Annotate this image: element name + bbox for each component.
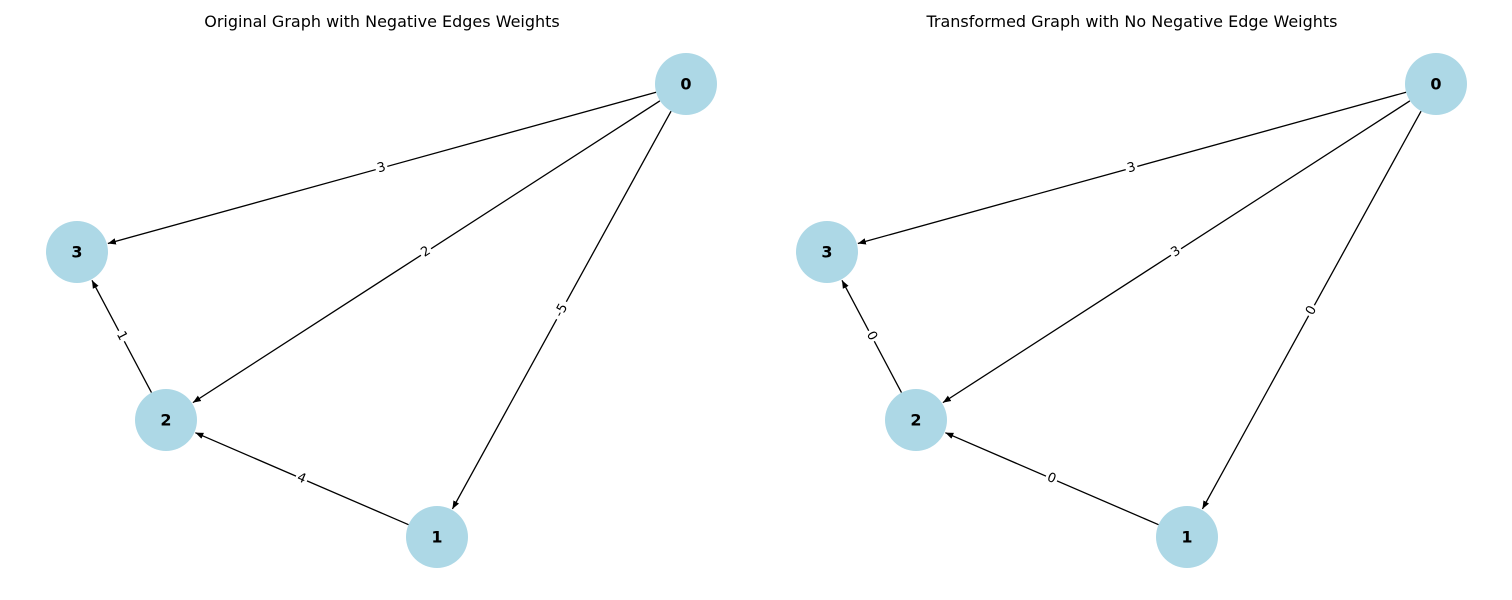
node-3: 3	[46, 221, 108, 283]
edge-weight-label: 0	[861, 326, 882, 346]
node-circle	[796, 221, 858, 283]
edge-weight-bg	[1042, 468, 1061, 489]
node-circle	[135, 389, 197, 451]
node-2: 2	[135, 389, 197, 451]
graph-title: Transformed Graph with No Negative Edge …	[925, 12, 1337, 31]
edge-weight-label: -5	[549, 297, 574, 324]
node-3: 3	[796, 221, 858, 283]
node-circle	[46, 221, 108, 283]
edge-weight-text: -5	[552, 301, 571, 320]
node-label: 3	[71, 243, 82, 262]
edge-0-to-3: 3	[857, 91, 1407, 245]
node-0: 0	[1405, 53, 1467, 115]
edge-0-to-1: -5	[451, 110, 672, 510]
edge-weight-bg	[292, 468, 311, 489]
edge-weight-bg	[1123, 158, 1140, 178]
node-2: 2	[885, 389, 947, 451]
edge-weight-text: 3	[1126, 160, 1138, 177]
edge-weight-label: 1	[111, 326, 132, 346]
edge-0-to-2: 3	[942, 100, 1411, 404]
edge-2-to-3: 0	[841, 279, 903, 393]
node-1: 1	[406, 506, 468, 568]
graph-panel-original: Original Graph with Negative Edges Weigh…	[46, 12, 717, 568]
node-circle	[885, 389, 947, 451]
node-circle	[1156, 506, 1218, 568]
edge-0-to-3: 3	[107, 91, 657, 245]
original-graph-canvas: Original Graph with Negative Edges Weigh…	[46, 12, 717, 568]
edge-weight-label: 2	[416, 242, 436, 262]
edge-weight-label: 3	[1123, 158, 1140, 178]
edge-weight-text: 3	[376, 160, 388, 177]
graph-title: Original Graph with Negative Edges Weigh…	[204, 12, 560, 31]
edge-1-to-2: 0	[945, 432, 1159, 526]
node-circle	[1405, 53, 1467, 115]
node-circle	[406, 506, 468, 568]
edge-1-to-2: 4	[195, 432, 409, 526]
edge-weight-bg	[861, 326, 882, 346]
node-label: 3	[821, 243, 832, 262]
edge-weight-label: 4	[292, 468, 311, 489]
node-label: 1	[431, 528, 442, 547]
edge-2-to-3: 1	[91, 279, 153, 393]
node-0: 0	[655, 53, 717, 115]
edge-weight-bg	[111, 326, 132, 346]
edge-weight-bg	[549, 297, 574, 324]
node-label: 2	[160, 411, 171, 430]
edge-weight-bg	[416, 242, 436, 262]
edge-weight-label: 0	[1301, 301, 1322, 320]
node-label: 0	[680, 75, 691, 94]
node-1: 1	[1156, 506, 1218, 568]
edge-weight-label: 3	[373, 158, 390, 178]
transformed-graph-canvas: Transformed Graph with No Negative Edge …	[796, 12, 1467, 568]
edge-weight-bg	[373, 158, 390, 178]
edge-0-to-1: 0	[1201, 110, 1422, 510]
edge-0-to-2: 2	[192, 100, 661, 404]
node-label: 1	[1181, 528, 1192, 547]
edge-weight-bg	[1301, 301, 1322, 320]
node-circle	[655, 53, 717, 115]
edge-weight-label: 0	[1042, 468, 1061, 489]
graph-panel-transformed: Transformed Graph with No Negative Edge …	[750, 0, 1506, 600]
edge-weight-bg	[1166, 242, 1186, 262]
node-label: 2	[910, 411, 921, 430]
edge-weight-label: 3	[1166, 242, 1186, 262]
node-label: 0	[1430, 75, 1441, 94]
